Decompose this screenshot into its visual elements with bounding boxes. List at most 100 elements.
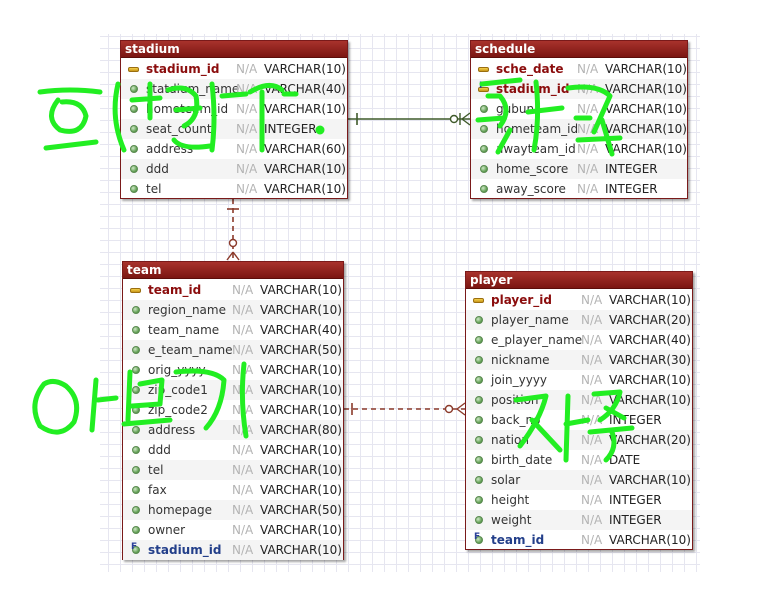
- column-type: VARCHAR(10): [264, 182, 346, 196]
- column-name: tel: [148, 463, 164, 477]
- column-dot-icon: [475, 456, 483, 464]
- column-dot-icon: [132, 426, 140, 434]
- column-type: VARCHAR(10): [260, 543, 342, 557]
- column-nullability: N/A: [581, 313, 603, 327]
- column-dot-icon: [132, 506, 140, 514]
- entity-title[interactable]: team: [123, 262, 343, 279]
- column-icon: [473, 510, 485, 530]
- column-dot-icon: [130, 105, 138, 113]
- column-name: owner: [148, 523, 186, 537]
- column-type: VARCHAR(10): [260, 403, 342, 417]
- column-name: orig_yyyy: [148, 363, 206, 377]
- relationship-stadium-schedule[interactable]: [348, 112, 471, 126]
- column-name: fax: [148, 483, 167, 497]
- column-icon: [478, 119, 490, 139]
- column-nullability: N/A: [581, 473, 603, 487]
- column-name: gubun: [496, 102, 535, 116]
- column-name: e_team_name: [148, 343, 233, 357]
- entity-title[interactable]: stadium: [121, 41, 347, 58]
- foreign-key-icon: F: [473, 530, 485, 550]
- entity-title[interactable]: player: [466, 272, 692, 289]
- column-nullability: N/A: [232, 543, 254, 557]
- column-name: weight: [491, 513, 532, 527]
- column-name: address: [148, 423, 196, 437]
- column-name: zip_code1: [148, 383, 208, 397]
- entity-title[interactable]: schedule: [471, 41, 687, 58]
- column-name: hometeam_id: [496, 122, 579, 136]
- relationship-team-player[interactable]: [344, 402, 466, 416]
- column-dot-icon: [130, 145, 138, 153]
- column-nullability: N/A: [236, 182, 258, 196]
- foreign-key-icon: F: [479, 81, 486, 91]
- column-icon: [473, 310, 485, 330]
- column-icon: [478, 99, 490, 119]
- column-dot-icon: [475, 516, 483, 524]
- column-icon: [473, 470, 485, 490]
- column-nullability: N/A: [581, 453, 603, 467]
- relationship-stadium-team[interactable]: [226, 199, 240, 261]
- column-name: region_name: [148, 303, 226, 317]
- column-type: VARCHAR(10): [609, 393, 691, 407]
- column-icon: [130, 520, 142, 540]
- column-dot-icon: [132, 386, 140, 394]
- column-nullability: N/A: [232, 343, 254, 357]
- primary-key-icon: [473, 290, 485, 310]
- column-nullability: N/A: [236, 162, 258, 176]
- canvas-margin-right: [700, 0, 769, 592]
- column-name: position: [491, 393, 539, 407]
- column-nullability: N/A: [581, 293, 603, 307]
- column-name: sche_date: [496, 62, 564, 76]
- fk-letter-icon: F: [474, 532, 481, 542]
- column-nullability: N/A: [232, 483, 254, 497]
- column-dot-icon: [475, 496, 483, 504]
- column-nullability: N/A: [577, 102, 599, 116]
- column-nullability: N/A: [232, 523, 254, 537]
